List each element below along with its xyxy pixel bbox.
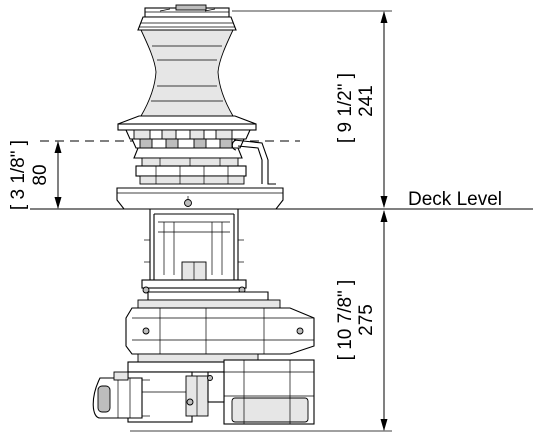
dim-above-deck-inches: [ 9 1/2" ] xyxy=(335,73,356,143)
reference-lines xyxy=(30,10,533,432)
dimension-above-deck xyxy=(380,11,388,208)
chain-gypsy xyxy=(125,129,276,185)
dimension-below-deck xyxy=(380,210,388,431)
deck-base-plate xyxy=(116,187,284,210)
dim-above-deck-mm: 241 xyxy=(356,85,377,117)
motor-assembly xyxy=(127,359,315,425)
dimension-rope-line xyxy=(54,141,62,209)
dim-below-deck-mm: 275 xyxy=(356,304,377,336)
dim-rope-line-inches: [ 3 1/8" ] xyxy=(8,140,29,210)
winch-drum xyxy=(117,4,257,131)
dim-below-deck-inches: [ 10 7/8" ] xyxy=(335,280,356,361)
deck-level-label: Deck Level xyxy=(408,189,502,210)
gearbox xyxy=(125,291,315,363)
shaft-column xyxy=(141,209,247,294)
dim-rope-line-mm: 80 xyxy=(30,164,51,185)
side-motor xyxy=(92,371,150,419)
